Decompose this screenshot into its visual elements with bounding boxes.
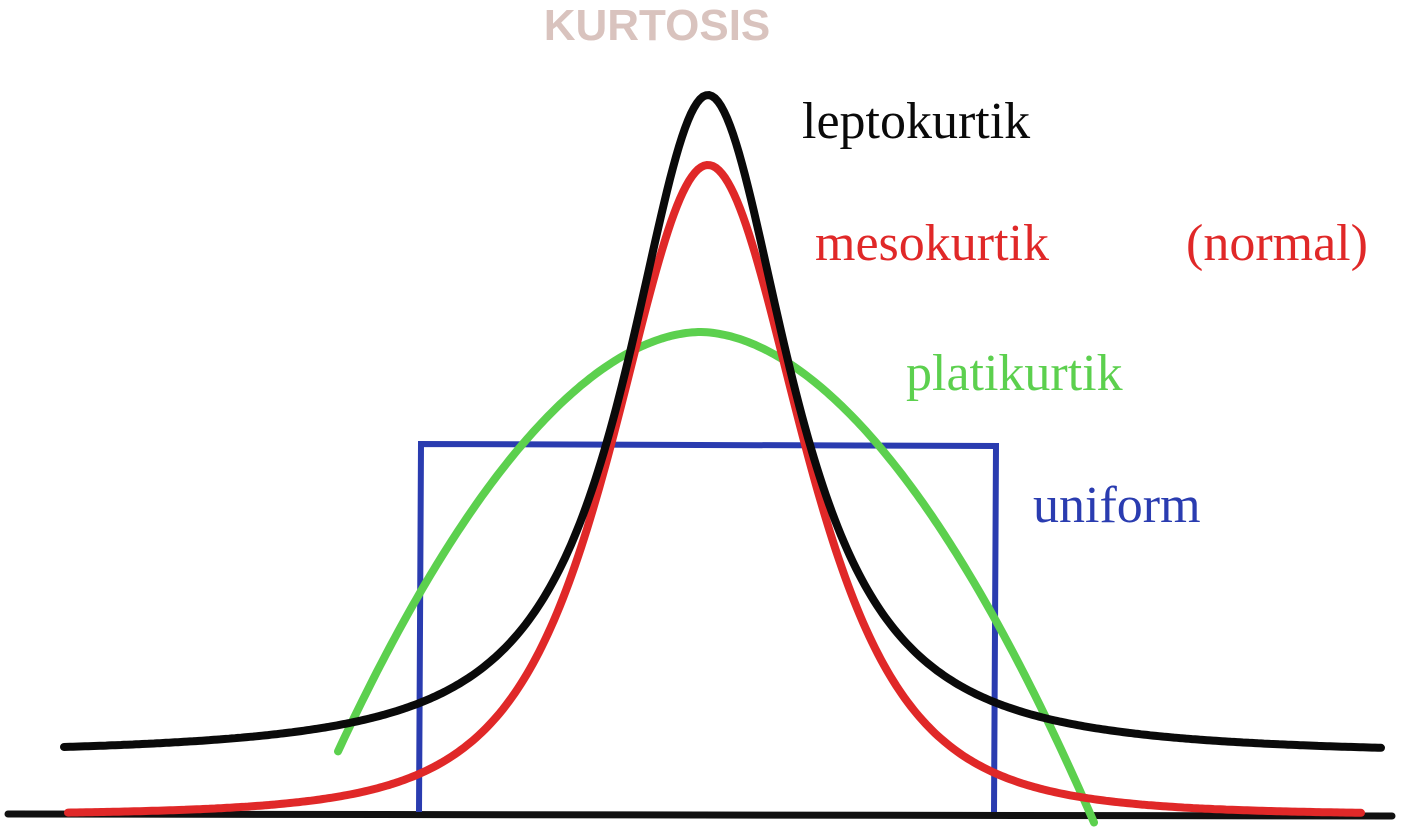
platikurtik-curve [334, 328, 1098, 827]
label-uniform: uniform [1033, 477, 1201, 534]
uniform-curve [416, 440, 1000, 813]
baseline-axis [4, 810, 1396, 820]
label-platikurtik: platikurtik [906, 345, 1123, 402]
label-mesokurtik: mesokurtik [815, 215, 1049, 272]
mesokurtik-curve [64, 160, 1365, 817]
label-normal: (normal) [1186, 215, 1368, 272]
label-leptokurtik: leptokurtik [802, 93, 1030, 150]
leptokurtik-curve [60, 91, 1385, 752]
diagram-title: KURTOSIS [544, 1, 771, 50]
